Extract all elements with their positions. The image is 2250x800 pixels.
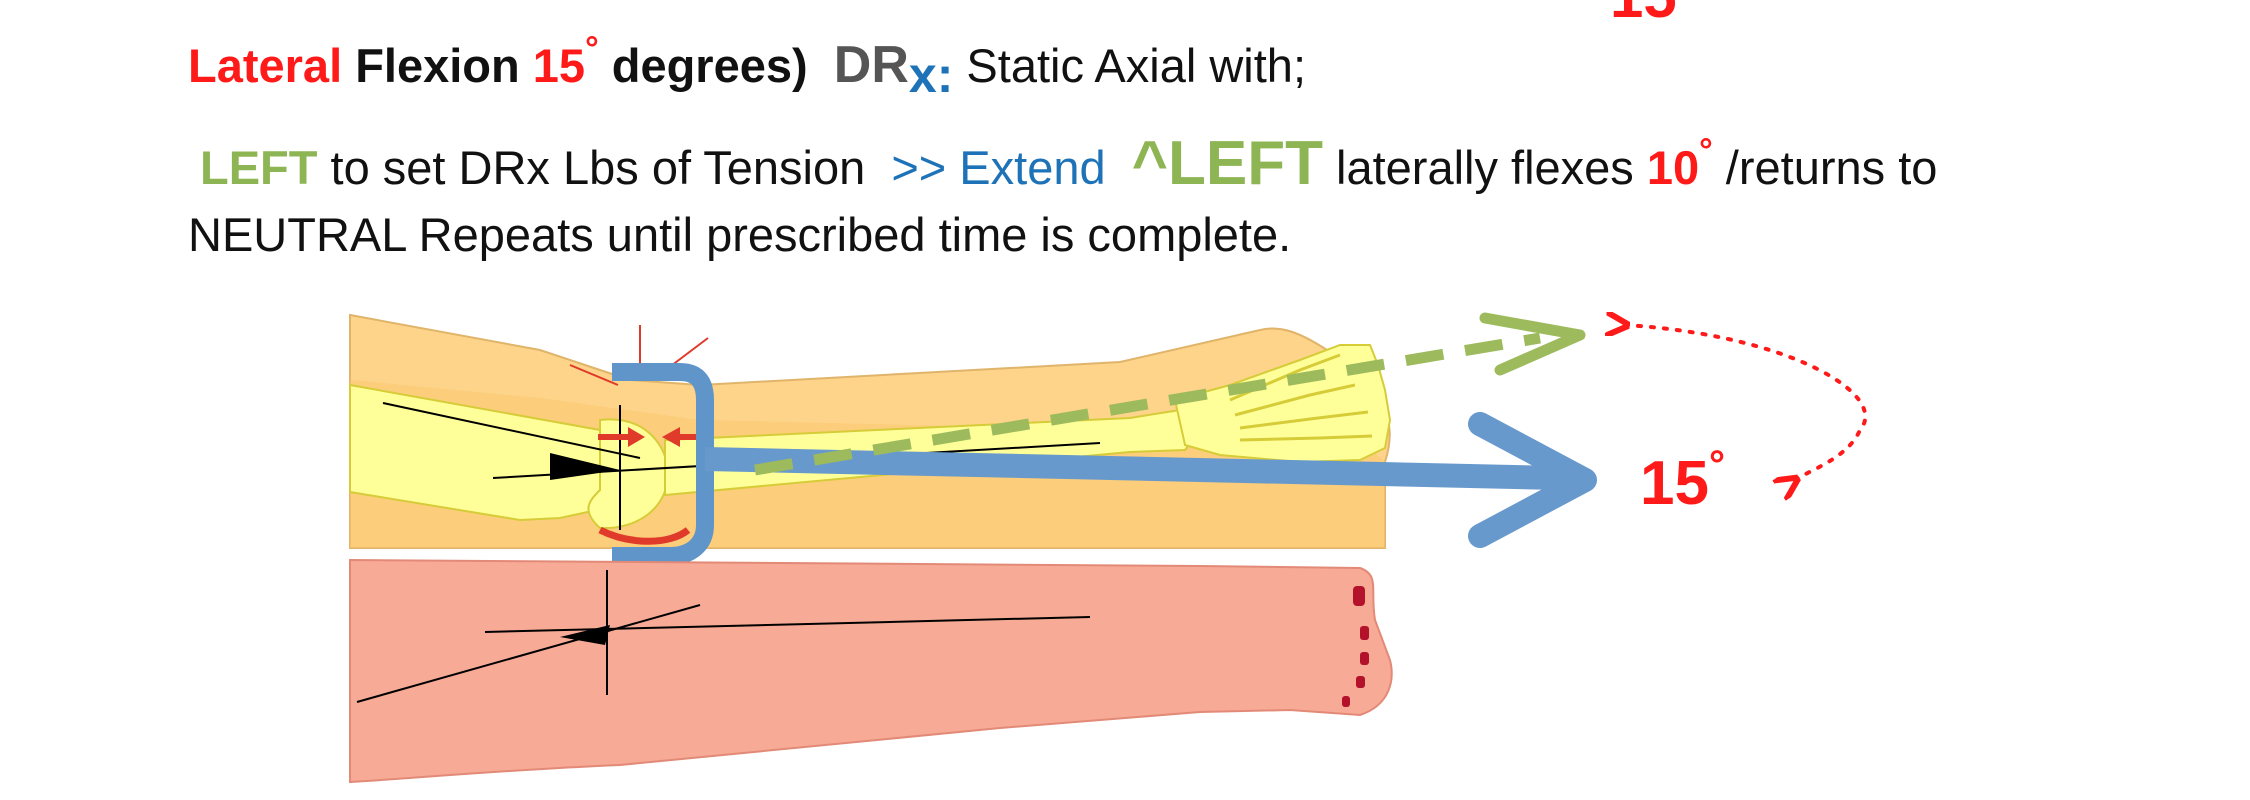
neutral-angle-wedge — [560, 625, 610, 645]
flexion-word: Flexion — [342, 39, 533, 92]
toenails — [1342, 586, 1369, 707]
lateral-word: Lateral — [188, 39, 343, 92]
flex-angle: 10 — [1646, 141, 1700, 194]
lower-leg — [349, 558, 1393, 784]
flexed-arrow — [754, 312, 1586, 476]
instruction-line-1: Lateral Flexion 15° degrees) DRx: Static… — [188, 30, 1306, 103]
returns-text: /returns to — [1712, 141, 1938, 194]
degree-symbol-2: ° — [1699, 132, 1713, 170]
angle-label: 15° — [1640, 443, 1725, 519]
instruction-line-3: NEUTRAL Repeats until prescribed time is… — [188, 208, 1292, 261]
rotation-arc-arrow — [1625, 325, 1868, 480]
degrees-word: degrees) — [598, 39, 808, 92]
lower-leg-skin — [349, 558, 1393, 784]
extend-text: >> Extend — [891, 141, 1106, 194]
knee-joint — [587, 418, 670, 530]
tension-text: to set DRx Lbs of Tension — [317, 141, 879, 194]
cropped-angle-mark: 15 — [1610, 0, 1677, 31]
angle-value: 15 — [1640, 449, 1709, 518]
left-keyword: LEFT — [200, 141, 318, 194]
flexion-angle: 15 — [532, 39, 586, 92]
drx-subscript: x: — [908, 47, 954, 103]
instruction-line-2: LEFT to set DRx Lbs of Tension >> Extend… — [200, 128, 1937, 199]
drx-label: DR — [833, 36, 909, 94]
mode-text: Static Axial with; — [953, 39, 1306, 92]
angle-degree-symbol: ° — [1708, 443, 1725, 487]
degree-symbol: ° — [585, 30, 599, 68]
angle-wedge — [550, 453, 620, 480]
upper-leg — [349, 313, 1392, 565]
flexes-text: laterally flexes — [1322, 141, 1647, 194]
neutral-arrow — [704, 412, 1597, 548]
up-left-keyword: ^LEFT — [1131, 129, 1323, 198]
